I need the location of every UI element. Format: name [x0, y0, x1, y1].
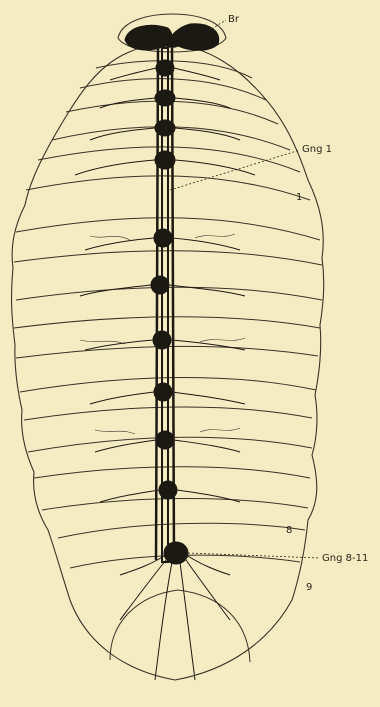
ganglion: [154, 383, 172, 401]
ganglion: [159, 481, 177, 499]
leader-lines: [170, 20, 320, 558]
ganglion: [151, 276, 169, 294]
ganglion: [155, 120, 175, 136]
ventral-nerve-cord: [125, 24, 219, 564]
label-segment-8: 8: [286, 525, 292, 536]
ganglion: [156, 431, 174, 449]
ganglion-terminal: [164, 542, 188, 564]
brain-lobes: [125, 24, 219, 51]
ganglion: [153, 331, 171, 349]
ganglion: [156, 60, 174, 76]
ganglion: [155, 151, 175, 169]
label-brain: Br: [228, 14, 240, 25]
ganglion: [154, 229, 172, 247]
label-last-ganglion: Gng 8-11: [322, 553, 368, 564]
ganglion: [155, 90, 175, 106]
label-segment-9: 9: [306, 582, 312, 593]
label-first-ganglion: Gng 1: [302, 144, 332, 155]
label-segment-1: 1: [296, 192, 302, 203]
